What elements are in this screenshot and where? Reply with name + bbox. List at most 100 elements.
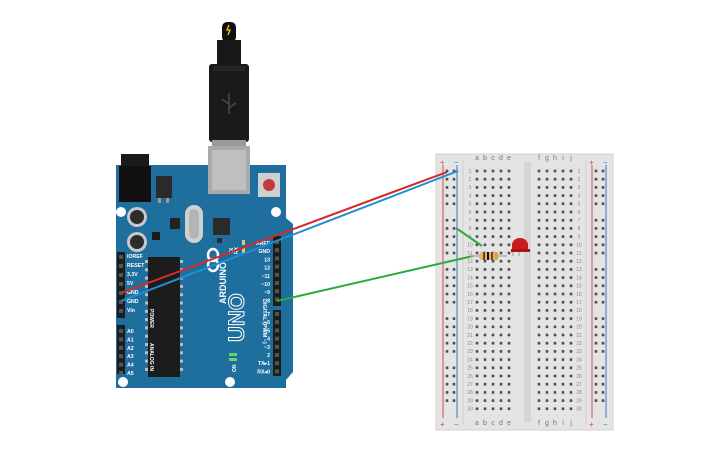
breadboard-hole[interactable] [537, 251, 541, 255]
breadboard-hole[interactable] [507, 341, 511, 345]
rail-hole[interactable] [594, 341, 598, 345]
breadboard-hole[interactable] [545, 374, 549, 378]
breadboard-hole[interactable] [491, 309, 495, 312]
header-pin[interactable] [119, 362, 123, 367]
rail-hole[interactable] [601, 382, 605, 386]
breadboard-hole[interactable] [561, 259, 565, 263]
rail-hole[interactable] [452, 186, 456, 189]
breadboard-hole[interactable] [507, 251, 511, 255]
breadboard-hole[interactable] [499, 325, 503, 329]
breadboard-hole[interactable] [553, 227, 557, 230]
breadboard-hole[interactable] [499, 259, 503, 263]
rail-hole[interactable] [452, 218, 456, 222]
breadboard-hole[interactable] [507, 284, 511, 288]
rail-hole[interactable] [445, 194, 449, 197]
breadboard-hole[interactable] [545, 333, 549, 337]
breadboard-hole[interactable] [499, 407, 503, 411]
breadboard-hole[interactable] [561, 210, 565, 214]
header-pin[interactable] [119, 329, 123, 333]
breadboard-hole[interactable] [499, 382, 503, 386]
breadboard-hole[interactable] [491, 227, 495, 230]
breadboard-hole[interactable] [499, 350, 503, 353]
breadboard-hole[interactable] [545, 382, 549, 386]
rail-hole[interactable] [601, 186, 605, 189]
breadboard-hole[interactable] [499, 300, 503, 304]
resistor[interactable] [470, 252, 507, 260]
header-pin[interactable] [275, 361, 279, 366]
header-pin[interactable] [119, 371, 123, 375]
breadboard-hole[interactable] [537, 309, 541, 312]
header-pin[interactable] [119, 354, 123, 359]
breadboard-hole[interactable] [475, 218, 479, 222]
breadboard-hole[interactable] [499, 227, 503, 230]
breadboard-hole[interactable] [545, 243, 549, 247]
breadboard-hole[interactable] [499, 268, 503, 271]
breadboard-hole[interactable] [561, 276, 565, 279]
rail-hole[interactable] [594, 218, 598, 222]
breadboard-hole[interactable] [553, 325, 557, 329]
breadboard-hole[interactable] [491, 243, 495, 247]
rail-hole[interactable] [594, 333, 598, 337]
breadboard-hole[interactable] [537, 227, 541, 230]
rail-hole[interactable] [452, 300, 456, 304]
breadboard-hole[interactable] [507, 194, 511, 197]
breadboard-hole[interactable] [507, 169, 511, 173]
breadboard-hole[interactable] [507, 243, 511, 247]
reset-button[interactable] [258, 173, 280, 197]
header-pin[interactable] [275, 344, 279, 349]
breadboard-hole[interactable] [545, 210, 549, 214]
breadboard-hole[interactable] [561, 235, 565, 238]
breadboard-hole[interactable] [507, 374, 511, 378]
breadboard-hole[interactable] [569, 251, 573, 255]
breadboard-hole[interactable] [553, 391, 557, 394]
breadboard-hole[interactable] [569, 177, 573, 181]
rail-hole[interactable] [601, 399, 605, 402]
breadboard-hole[interactable] [561, 284, 565, 288]
breadboard-hole[interactable] [483, 374, 487, 378]
rail-hole[interactable] [452, 276, 456, 279]
rail-hole[interactable] [601, 325, 605, 329]
arduino-uno-board[interactable]: TX RX ARDUINO UNO ON POWER ANALOG IN DIG… [116, 146, 293, 388]
breadboard-hole[interactable] [553, 276, 557, 279]
breadboard-hole[interactable] [561, 399, 565, 402]
breadboard-hole[interactable] [483, 341, 487, 345]
breadboard-hole[interactable] [507, 235, 511, 238]
breadboard-hole[interactable] [569, 374, 573, 378]
breadboard-hole[interactable] [553, 177, 557, 181]
breadboard-hole[interactable] [491, 374, 495, 378]
breadboard-hole[interactable] [537, 177, 541, 181]
rail-hole[interactable] [445, 300, 449, 304]
rail-hole[interactable] [594, 243, 598, 247]
rail-hole[interactable] [445, 227, 449, 230]
breadboard-hole[interactable] [561, 333, 565, 337]
rail-hole[interactable] [452, 284, 456, 288]
breadboard-hole[interactable] [561, 243, 565, 247]
rail-hole[interactable] [445, 366, 449, 370]
breadboard-hole[interactable] [553, 300, 557, 304]
rail-hole[interactable] [445, 325, 449, 329]
header-pin[interactable] [119, 264, 123, 268]
header-pin[interactable] [119, 273, 123, 277]
rail-hole[interactable] [601, 284, 605, 288]
breadboard-hole[interactable] [475, 292, 479, 296]
rail-hole[interactable] [594, 292, 598, 296]
rail-hole[interactable] [594, 235, 598, 238]
breadboard-hole[interactable] [507, 407, 511, 411]
rail-hole[interactable] [445, 268, 449, 271]
breadboard-hole[interactable] [537, 399, 541, 402]
breadboard-hole[interactable] [561, 202, 565, 206]
breadboard-hole[interactable] [483, 300, 487, 304]
breadboard-hole[interactable] [553, 399, 557, 402]
breadboard-hole[interactable] [545, 366, 549, 370]
breadboard-hole[interactable] [561, 251, 565, 255]
breadboard-hole[interactable] [483, 325, 487, 329]
breadboard-hole[interactable] [499, 391, 503, 394]
breadboard-hole[interactable] [475, 317, 479, 320]
rail-hole[interactable] [594, 268, 598, 271]
rail-hole[interactable] [594, 350, 598, 353]
rail-hole[interactable] [452, 292, 456, 296]
rail-hole[interactable] [594, 186, 598, 189]
breadboard-hole[interactable] [499, 341, 503, 345]
rail-hole[interactable] [445, 382, 449, 386]
breadboard-hole[interactable] [561, 218, 565, 222]
